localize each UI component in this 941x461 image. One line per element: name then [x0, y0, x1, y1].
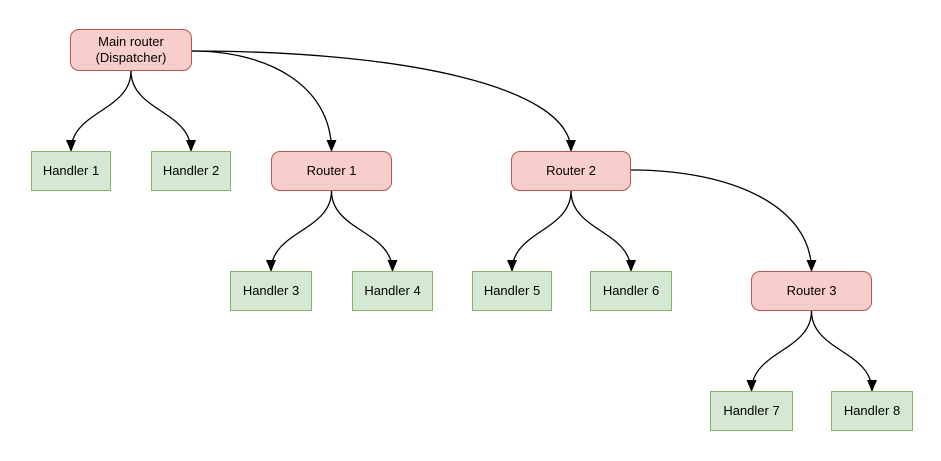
node-main-router-dispatcher: Main router (Dispatcher): [70, 29, 192, 71]
node-handler-4: Handler 4: [352, 271, 433, 311]
node-handler-5: Handler 5: [472, 271, 552, 311]
node-router-1: Router 1: [271, 151, 392, 191]
node-handler-3: Handler 3: [230, 271, 312, 311]
node-handler-6: Handler 6: [590, 271, 672, 311]
edge-r3-h8: [810, 310, 877, 392]
node-handler-8: Handler 8: [831, 391, 913, 431]
node-handler-7: Handler 7: [710, 391, 793, 431]
edge-r1-h4: [330, 190, 398, 272]
node-handler-1: Handler 1: [31, 151, 111, 191]
edge-r2-r3: [630, 169, 817, 272]
node-handler-2: Handler 2: [151, 151, 231, 191]
node-router-2: Router 2: [511, 151, 631, 191]
edge-main-r1: [191, 50, 337, 152]
edge-main-h2: [130, 70, 196, 152]
edge-r3-h7: [746, 310, 813, 392]
edge-r2-h5: [507, 190, 572, 272]
edge-r2-h6: [570, 190, 636, 272]
edge-main-r2: [191, 50, 576, 152]
edge-main-h1: [66, 70, 132, 152]
node-router-3: Router 3: [751, 271, 872, 311]
edge-r1-h3: [266, 190, 333, 272]
